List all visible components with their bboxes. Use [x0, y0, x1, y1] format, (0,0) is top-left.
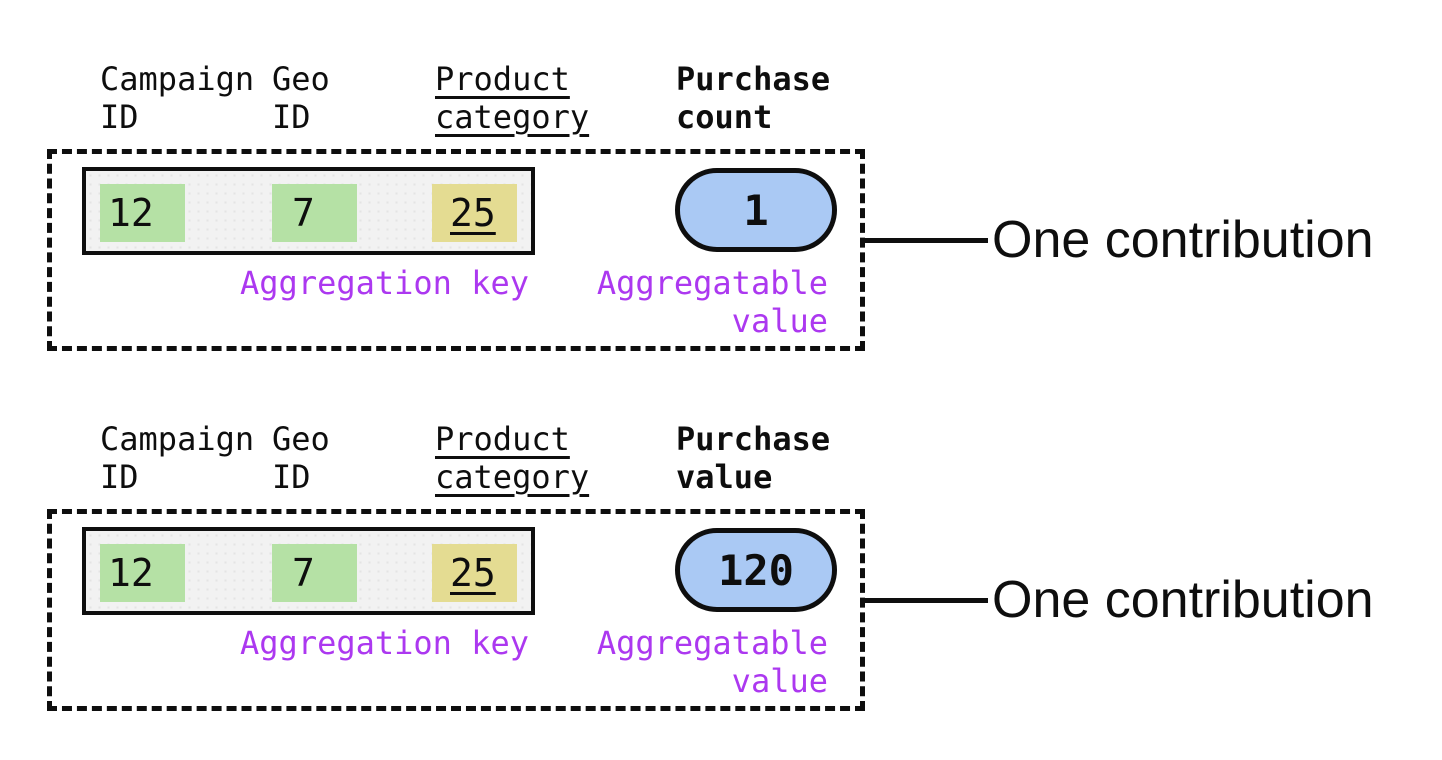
header-campaign-line2: ID [100, 458, 139, 496]
header-geo-line1: Geo [272, 60, 330, 98]
header-geo-line1: Geo [272, 420, 330, 458]
aggregatable-label-line1: Aggregatable [596, 264, 828, 302]
callout-label: One contribution [992, 211, 1374, 269]
callout-label: One contribution [992, 571, 1374, 629]
header-measure-line1: Purchase [676, 420, 831, 458]
cell-campaign-id: 12 [100, 184, 185, 242]
callout-connector-line [864, 238, 988, 243]
cell-product-category: 25 [432, 184, 517, 242]
header-geo-line2: ID [272, 458, 311, 496]
header-measure-line1: Purchase [676, 60, 831, 98]
aggregatable-label-line1: Aggregatable [596, 624, 828, 662]
header-product-line1: Product [435, 60, 570, 98]
aggregatable-value-pill: 1 [675, 168, 837, 252]
cell-campaign-id: 12 [100, 544, 185, 602]
cell-geo-id: 7 [272, 184, 357, 242]
header-campaign-line2: ID [100, 98, 139, 136]
header-product-line2: category [435, 98, 590, 136]
pill-value: 1 [743, 185, 769, 235]
header-product-line1: Product [435, 420, 570, 458]
header-product-line2: category [435, 458, 590, 496]
header-measure-line2: value [676, 458, 773, 496]
aggregation-key-label: Aggregation key [240, 264, 529, 302]
contribution-boundary [47, 509, 865, 711]
aggregatable-label-line2: value [731, 662, 828, 700]
callout-connector-line [864, 598, 988, 603]
aggregatable-value-pill: 120 [675, 528, 837, 612]
aggregation-key-label: Aggregation key [240, 624, 529, 662]
header-geo-line2: ID [272, 98, 311, 136]
cell-product-category: 25 [432, 544, 517, 602]
header-measure-line2: count [676, 98, 773, 136]
cell-geo-id: 7 [272, 544, 357, 602]
header-campaign-line1: Campaign [100, 60, 255, 98]
header-campaign-line1: Campaign [100, 420, 255, 458]
aggregatable-label-line2: value [731, 302, 828, 340]
contribution-boundary [47, 149, 865, 351]
pill-value: 120 [718, 545, 794, 595]
